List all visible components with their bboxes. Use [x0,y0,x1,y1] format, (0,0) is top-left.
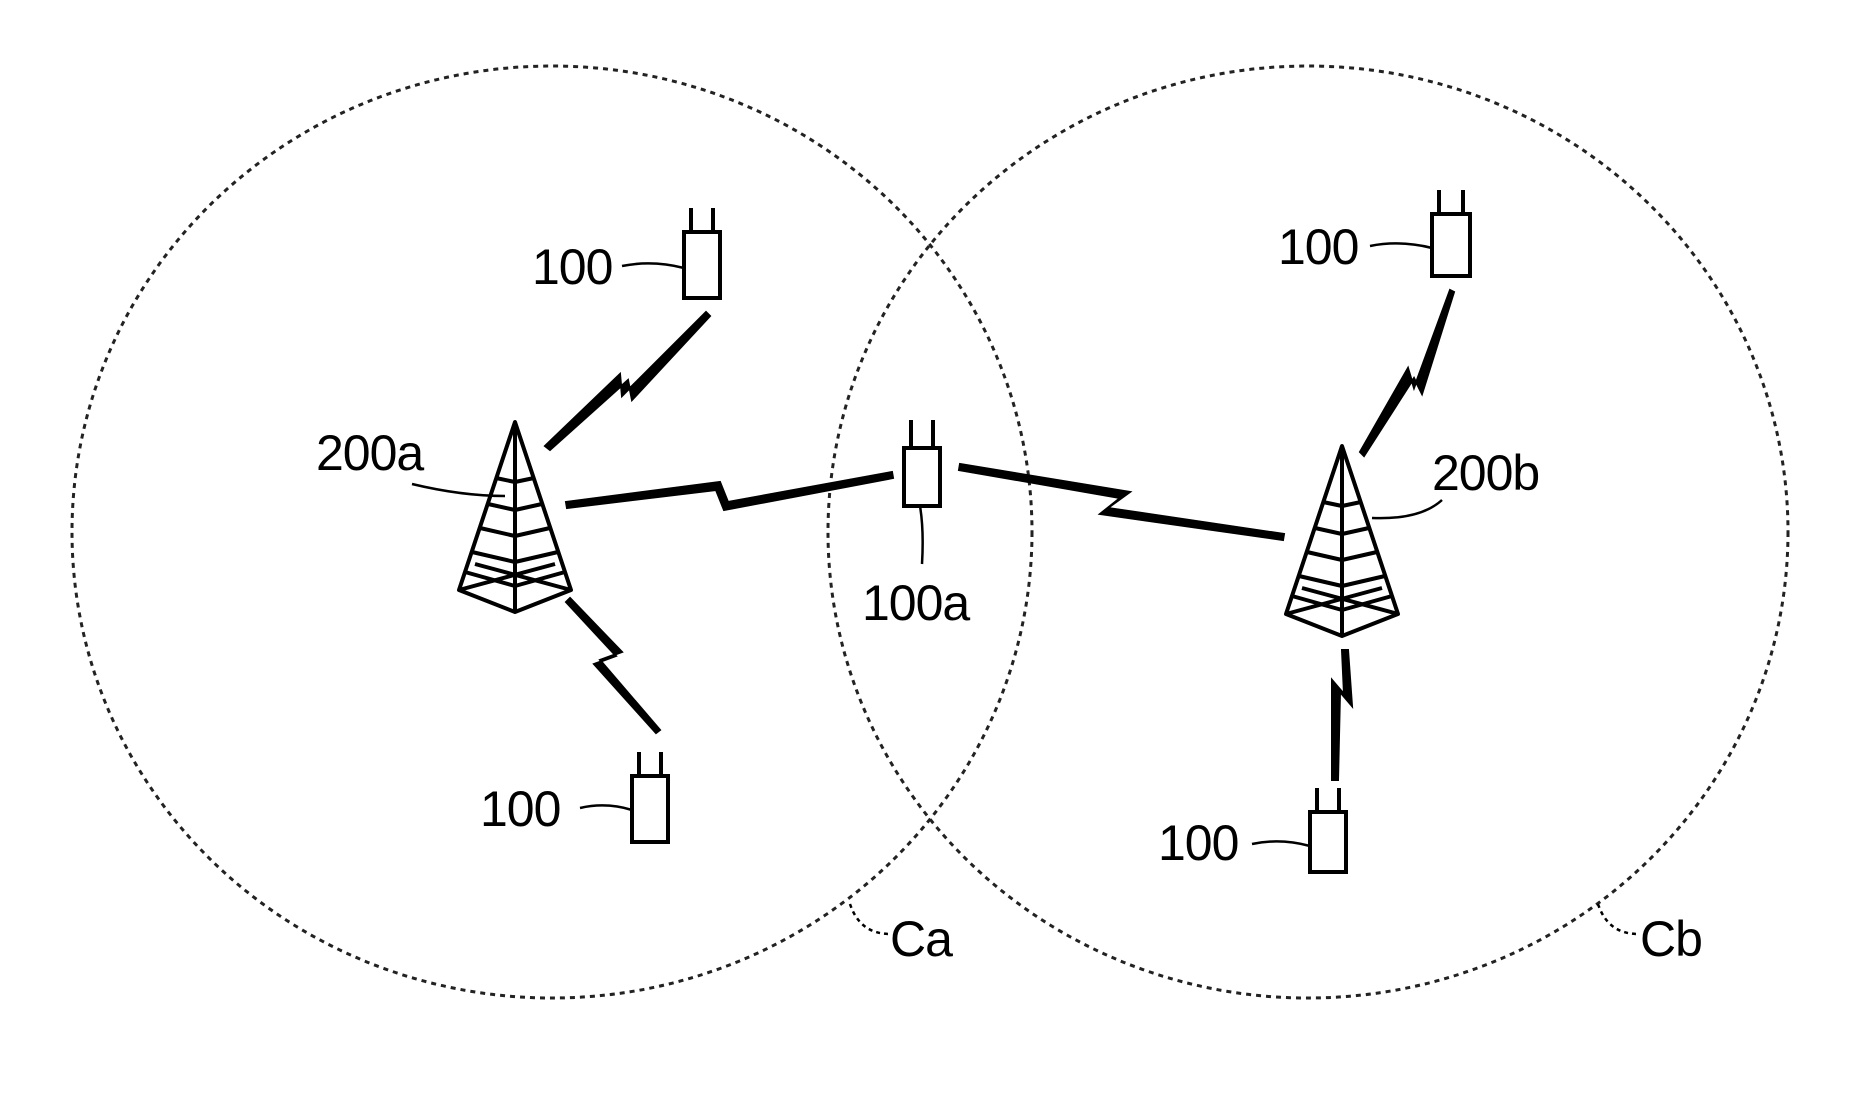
base-station-tower-200a [459,422,571,612]
cell-label-cb: Cb [1640,911,1702,967]
terminal-label-top-right: 100 [1278,219,1358,275]
terminal-100-top-right [1432,190,1470,276]
terminal-100-bottom-left [632,752,668,842]
base-station-tower-200b [1286,446,1398,636]
wireless-link-200a-bottom [566,598,660,733]
leader-cell-cb [1598,904,1638,934]
wireless-link-200b-top [1360,290,1454,456]
terminal-100-top-left [684,208,720,298]
leader-100-bottom-left [580,805,632,810]
leader-100-bottom-right [1252,841,1310,846]
cell-label-ca: Ca [890,911,953,967]
terminal-label-bottom-right: 100 [1158,815,1238,871]
terminal-100a-center [904,420,940,506]
leader-100-top-left [622,263,684,268]
leader-cell-ca [850,904,890,934]
leader-100-top-right [1370,243,1432,248]
leader-200b [1372,500,1442,518]
wireless-link-200a-top [545,312,710,450]
terminal-label-top-left: 100 [532,239,612,295]
terminal-label-bottom-left: 100 [480,781,560,837]
wireless-link-200b-bottom [1332,650,1352,780]
terminal-label-100a: 100a [862,575,970,631]
wireless-link-200a-100a [566,472,893,510]
base-station-label-200a: 200a [316,425,424,481]
terminal-100-bottom-right [1310,788,1346,872]
wireless-link-100a-200b [959,464,1284,540]
base-station-label-200b: 200b [1432,445,1539,501]
leader-100a [920,506,923,564]
